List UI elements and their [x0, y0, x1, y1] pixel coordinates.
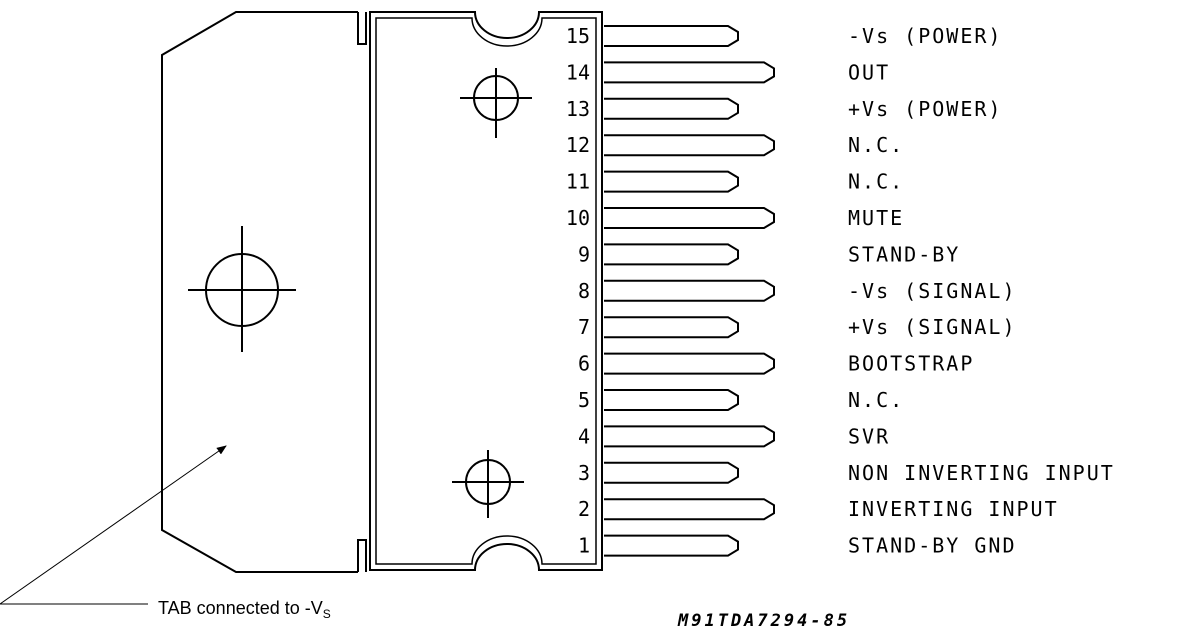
- pin-label: SVR: [848, 424, 890, 448]
- pin-label: N.C.: [848, 388, 904, 412]
- pin-label: INVERTING INPUT: [848, 497, 1059, 521]
- pin-marker-crosshair-icon: [452, 450, 524, 518]
- pin-lead: [604, 534, 739, 557]
- pin-row: 7 +Vs (SIGNAL): [578, 315, 1017, 339]
- pin-number: 1: [578, 534, 590, 558]
- pin-lead: [604, 25, 739, 47]
- pin-number: 13: [566, 97, 590, 121]
- pin-label: OUT: [848, 60, 890, 84]
- pin-label: -Vs (SIGNAL): [848, 279, 1017, 303]
- pin-row: 11 N.C.: [566, 170, 904, 194]
- pin-lead: [604, 352, 775, 375]
- pin-number: 6: [578, 352, 590, 376]
- pin-row: 3 NON INVERTING INPUT: [578, 461, 1115, 485]
- pin-row: 12 N.C.: [566, 133, 904, 157]
- pin-lead: [604, 389, 739, 411]
- pin-lead: [604, 207, 775, 229]
- package-body: [369, 11, 603, 571]
- pin-row: 9 STAND-BY: [578, 242, 960, 266]
- pin-number: 5: [578, 388, 590, 412]
- pin-label: NON INVERTING INPUT: [848, 461, 1115, 485]
- pin-row: 2 INVERTING INPUT: [578, 497, 1059, 521]
- pin-label: BOOTSTRAP: [848, 352, 974, 376]
- pin-number: 14: [566, 60, 590, 84]
- pin-lead: [604, 134, 775, 157]
- pin-number: 11: [566, 170, 590, 194]
- pin-lead: [604, 461, 739, 484]
- pin-marker-crosshair-icon: [460, 68, 532, 138]
- pin-row: 1 STAND-BY GND: [578, 534, 1017, 558]
- pin-row: 6 BOOTSTRAP: [578, 352, 974, 376]
- pin-lead: [604, 170, 739, 193]
- pin-row: 8 -Vs (SIGNAL): [578, 279, 1017, 303]
- heatsink-tab: [161, 11, 367, 573]
- pin-label: -Vs (POWER): [848, 24, 1002, 48]
- pin-lead: [604, 316, 739, 339]
- pin-lead: [604, 498, 775, 521]
- pin-label: STAND-BY GND: [848, 534, 1017, 558]
- pin-row: 13 +Vs (POWER): [566, 97, 1002, 121]
- pin-label: MUTE: [848, 206, 904, 230]
- pin-label: N.C.: [848, 133, 904, 157]
- part-code: M91TDA7294-85: [677, 611, 850, 630]
- pin-number: 9: [578, 242, 590, 266]
- pin-row: 15 -Vs (POWER): [566, 24, 1002, 48]
- pin-row: 4 SVR: [578, 424, 890, 448]
- pin-lead: [604, 425, 775, 448]
- pin-number: 3: [578, 461, 590, 485]
- pin-row: 10 MUTE: [566, 206, 904, 230]
- pin-label: +Vs (POWER): [848, 97, 1002, 121]
- mounting-hole-crosshair-icon: [188, 226, 296, 352]
- pin-number: 4: [578, 424, 590, 448]
- tab-connection-note: TAB connected to -VS: [158, 598, 331, 621]
- pin-number: 15: [566, 24, 590, 48]
- pin-number: 12: [566, 133, 590, 157]
- pin-row: 14 OUT: [566, 60, 890, 84]
- pin-number: 2: [578, 497, 590, 521]
- pin-row: 5 N.C.: [578, 388, 904, 412]
- pin-lead: [604, 243, 739, 266]
- pin-lead: [604, 97, 739, 120]
- pin-label: N.C.: [848, 170, 904, 194]
- pin-lead: [604, 279, 775, 302]
- leader-arrow-icon: [0, 445, 227, 605]
- pin-lead: [604, 61, 775, 84]
- pin-label: +Vs (SIGNAL): [848, 315, 1017, 339]
- pin-number: 8: [578, 279, 590, 303]
- pin-number: 7: [578, 315, 590, 339]
- pin-number: 10: [566, 206, 590, 230]
- pin-label: STAND-BY: [848, 242, 960, 266]
